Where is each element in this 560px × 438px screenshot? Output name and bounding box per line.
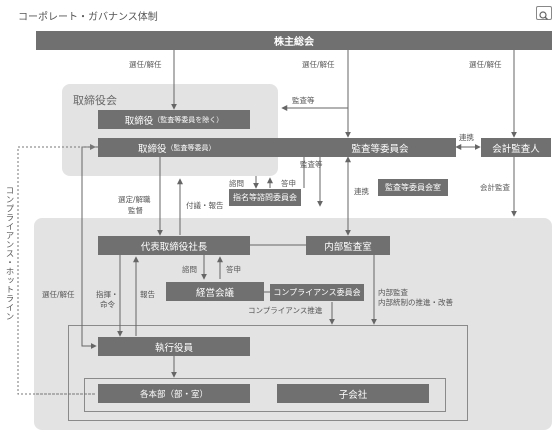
execution-frame bbox=[68, 325, 468, 421]
label-consult: 諮問 bbox=[229, 179, 244, 188]
label-command: 命令 bbox=[100, 300, 115, 309]
president-box: 代表取締役社長 bbox=[98, 236, 250, 255]
accounting-auditor-box: 会計監査人 bbox=[481, 138, 551, 157]
audit-committee-box: 監査等委員会 bbox=[304, 138, 456, 157]
directors-audit-label: 取締役 bbox=[138, 143, 167, 155]
magnifier-icon[interactable] bbox=[536, 6, 552, 20]
shareholders-meeting: 株主総会 bbox=[36, 31, 552, 50]
label-instruct: 指揮・ bbox=[96, 290, 119, 299]
directors-excluding-audit-box: 取締役（監査等委員を除く） bbox=[98, 110, 250, 129]
audit-office-box: 監査等委員会室 bbox=[378, 179, 448, 196]
label-consult-2: 諮問 bbox=[182, 265, 197, 274]
label-elect-left: 選任/解任 bbox=[129, 60, 162, 69]
subsidiaries-box: 子会社 bbox=[277, 384, 429, 403]
officers-box: 執行役員 bbox=[98, 337, 250, 356]
label-compliance-promotion: コンプライアンス推進 bbox=[248, 306, 323, 315]
label-audit-down: 監査等 bbox=[300, 160, 323, 169]
compliance-committee-box: コンプライアンス委員会 bbox=[270, 284, 364, 301]
label-report-answer-2: 答申 bbox=[226, 265, 241, 274]
label-internal-audit-2: 内部統制の推進・改善 bbox=[378, 298, 453, 307]
label-supervise: 監督 bbox=[128, 206, 143, 215]
magnifier-glyph bbox=[539, 11, 548, 20]
directors-note: （監査等委員を除く） bbox=[153, 115, 224, 124]
label-elect-mid: 選任/解任 bbox=[302, 60, 335, 69]
label-hotline: コンプライアンス・ホットライン bbox=[4, 186, 14, 321]
nomination-committee-box: 指名等諮問委員会 bbox=[229, 189, 301, 206]
label-report-answer: 答申 bbox=[281, 179, 296, 188]
internal-audit-box: 内部監査室 bbox=[306, 236, 390, 255]
board-region bbox=[62, 84, 278, 176]
label-accounting-audit: 会計監査 bbox=[480, 183, 510, 192]
label-cooperation-2: 連携 bbox=[354, 187, 369, 196]
directors-audit-box: 取締役（監査等委員） bbox=[98, 138, 304, 157]
label-cooperation-1: 連携 bbox=[459, 133, 474, 142]
label-audit-up: 監査等 bbox=[292, 96, 315, 105]
divisions-box: 各本部（部・室） bbox=[98, 384, 250, 403]
board-region-label: 取締役会 bbox=[73, 94, 117, 107]
label-internal-audit-1: 内部監査 bbox=[378, 288, 408, 297]
label-refer-report: 付議・報告 bbox=[186, 201, 224, 210]
directors-label: 取締役 bbox=[124, 115, 154, 127]
group-frame bbox=[84, 378, 446, 412]
management-meeting-box: 経営会議 bbox=[166, 282, 264, 301]
directors-audit-note: （監査等委員） bbox=[166, 143, 216, 152]
label-elect-right: 選任/解任 bbox=[469, 60, 502, 69]
page-title: コーポレート・ガバナンス体制 bbox=[18, 12, 158, 23]
label-report: 報告 bbox=[140, 290, 155, 299]
label-appoint: 選定/解職 bbox=[118, 195, 151, 204]
label-elect-officers: 選任/解任 bbox=[42, 290, 75, 299]
